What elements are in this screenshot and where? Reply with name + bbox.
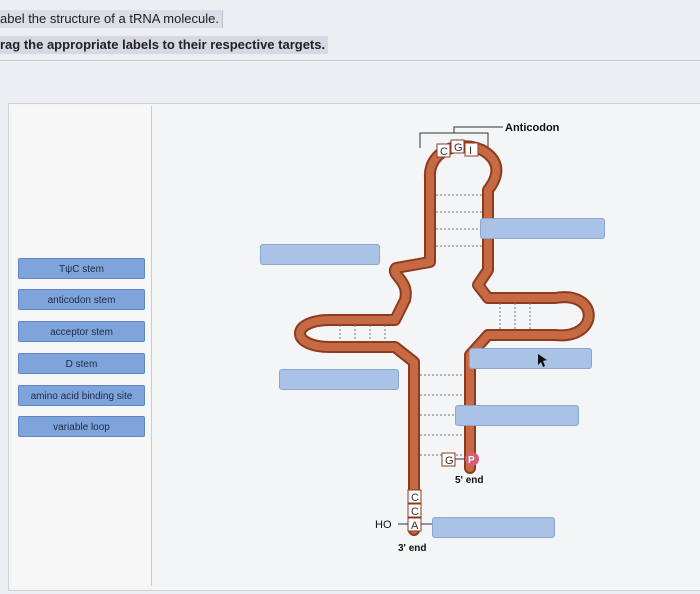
cca-end: C C A [398, 489, 432, 532]
svg-text:G: G [454, 142, 463, 154]
three-prime-label: 3' end [398, 543, 427, 554]
svg-text:G: G [445, 455, 454, 467]
drop-target-2[interactable] [480, 218, 605, 239]
drop-target-3[interactable] [279, 369, 399, 390]
anticodon-title: Anticodon [505, 122, 560, 134]
svg-text:I: I [469, 145, 472, 157]
instruction-title: abel the structure of a tRNA molecule. [0, 10, 223, 28]
instruction-subtitle: rag the appropriate labels to their resp… [0, 36, 329, 54]
svg-text:C: C [411, 492, 419, 504]
label-amino-acid-binding-site[interactable]: amino acid binding site [18, 385, 145, 406]
five-prime-end: G P [441, 452, 479, 467]
svg-text:C: C [440, 146, 448, 158]
svg-text:A: A [411, 520, 419, 532]
anticodon-bases: C G I [436, 139, 479, 158]
five-prime-label: 5' end [455, 475, 484, 486]
label-bank [12, 106, 152, 586]
svg-text:C: C [411, 506, 419, 518]
drop-target-6[interactable] [432, 517, 555, 538]
drop-target-5[interactable] [455, 405, 579, 426]
ho-label: HO [375, 519, 392, 531]
label-variable-loop[interactable]: variable loop [18, 416, 145, 437]
drop-target-4[interactable] [469, 348, 592, 369]
divider [0, 60, 700, 61]
svg-text:P: P [468, 455, 475, 466]
trna-strand [296, 142, 593, 534]
label-d-stem[interactable]: D stem [18, 353, 145, 374]
label-anticodon-stem[interactable]: anticodon stem [18, 289, 145, 310]
label-acceptor-stem[interactable]: acceptor stem [18, 321, 145, 342]
anticodon-bracket [419, 126, 503, 148]
label-tpsic-stem[interactable]: TψC stem [18, 258, 145, 279]
drop-target-1[interactable] [260, 244, 380, 265]
